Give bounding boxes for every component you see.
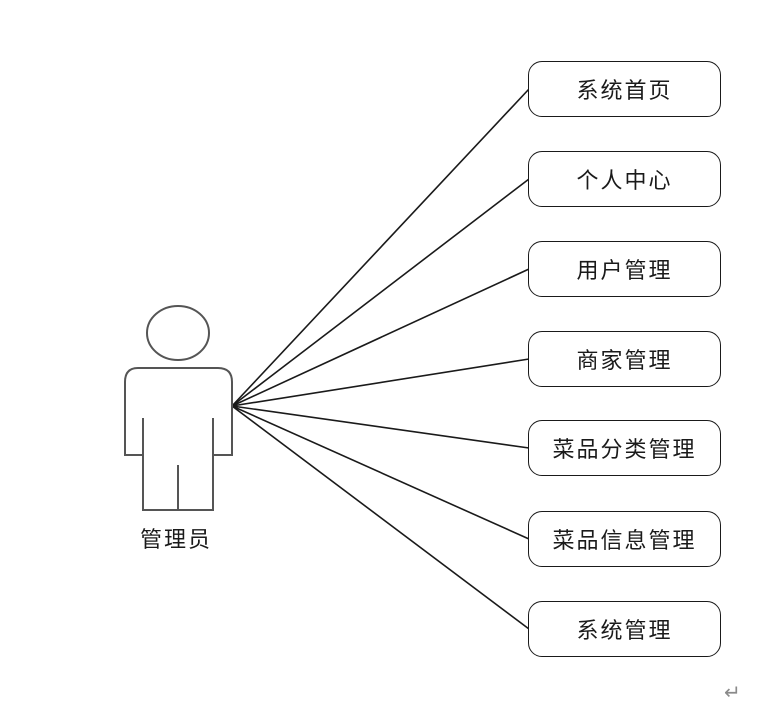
use-case-system-management: 系统管理 (528, 601, 721, 657)
association-line-3 (231, 268, 530, 407)
association-line-7 (231, 405, 530, 630)
association-line-4 (231, 358, 530, 407)
actor-figure (124, 305, 233, 511)
association-line-5 (231, 405, 530, 449)
use-case-merchant-management: 商家管理 (528, 331, 721, 387)
use-case-dish-category-management: 菜品分类管理 (528, 420, 721, 476)
association-line-2 (231, 178, 530, 407)
use-case-personal-center: 个人中心 (528, 151, 721, 207)
use-case-dish-info-management: 菜品信息管理 (528, 511, 721, 567)
association-line-6 (231, 405, 530, 540)
paragraph-return-mark: ↵ (724, 680, 741, 704)
actor-label: 管理员 (139, 528, 212, 553)
association-lines (231, 88, 530, 630)
association-line-1 (231, 88, 530, 407)
use-case-user-management: 用户管理 (528, 241, 721, 297)
actor-head (146, 305, 210, 361)
use-case-system-home: 系统首页 (528, 61, 721, 117)
actor-body (124, 367, 233, 511)
